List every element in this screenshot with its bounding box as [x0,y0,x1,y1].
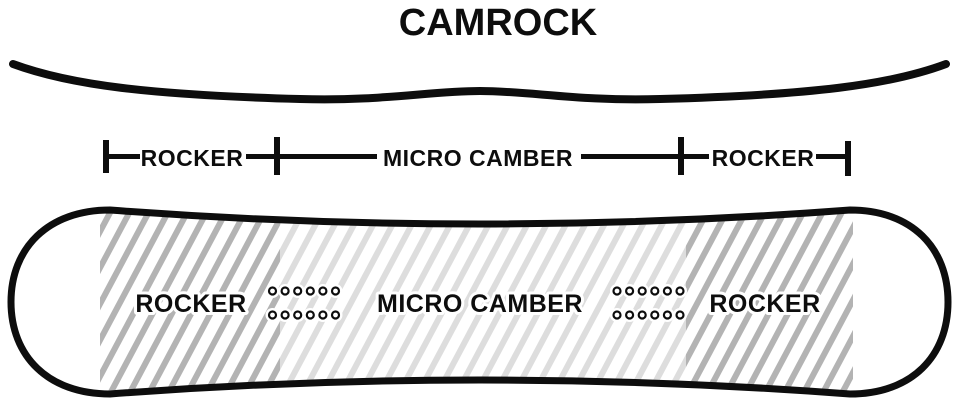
bracket-label-rocker-left: ROCKER [140,145,244,171]
insert-pack-right [610,284,687,322]
bracket-tick-right-mid [678,137,684,175]
board-top-view: ROCKER ROCKER MICRO CAMBER MICRO CAMBER … [0,196,959,406]
bracket-tick-left-end [103,140,109,173]
bracket-tick-right-end [845,141,851,176]
board-label-rocker-left-outline: ROCKER [135,290,246,318]
board-label-rocker-right-outline: ROCKER [709,290,820,318]
bracket-line [246,154,274,159]
bracket-label-micro-camber: MICRO CAMBER [383,145,573,171]
page-title: CAMROCK [398,2,598,44]
board-label-micro-camber-outline: MICRO CAMBER [377,290,583,318]
board-side-profile-curve [9,60,950,104]
insert-pack-left [265,284,343,322]
bracket-line [816,154,845,159]
hatch-zone-rocker-left [100,210,280,394]
bracket-line [280,154,377,159]
board-label-rocker-right: ROCKER [709,290,820,318]
bracket-tick-left-mid [274,137,280,175]
bracket-line [581,154,678,159]
bracket-label-rocker-right: ROCKER [711,145,815,171]
bracket-line [684,154,709,159]
board-label-micro-camber: MICRO CAMBER [377,290,583,318]
hatch-zone-rocker-right [686,210,853,394]
hatch-zone-micro-camber [280,210,686,394]
profile-curve-path [9,60,950,104]
bracket-line [109,154,140,159]
board-label-rocker-left: ROCKER [135,290,246,318]
